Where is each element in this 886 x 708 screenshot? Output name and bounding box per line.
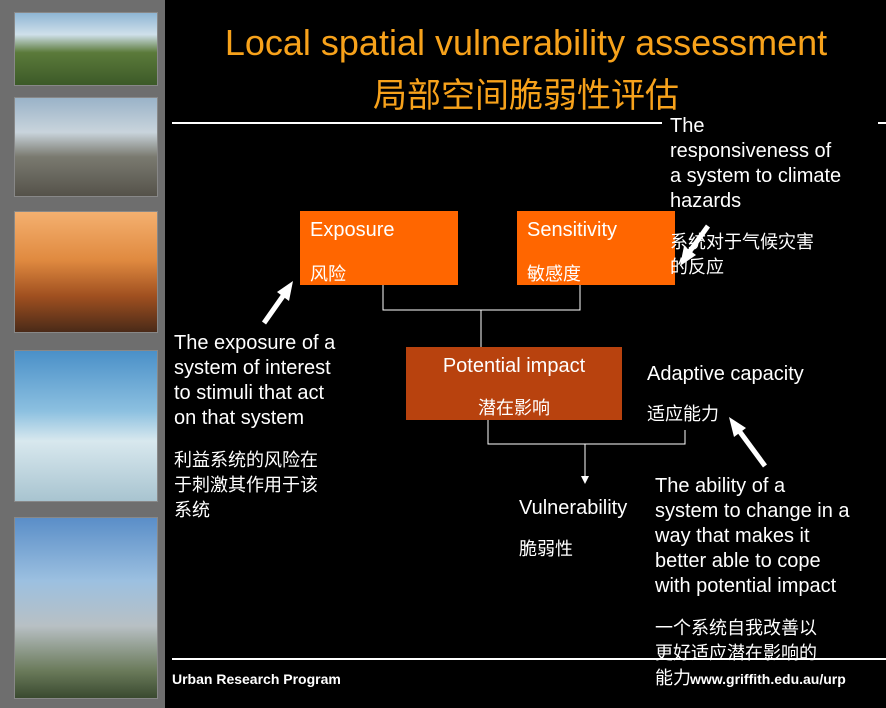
exposure-box: Exposure 风险 bbox=[300, 211, 458, 285]
slide-title-zh: 局部空间脆弱性评估 bbox=[373, 76, 679, 116]
definition-line: The bbox=[670, 115, 705, 137]
definition-line: system of interest bbox=[174, 357, 331, 379]
photo-sidebar bbox=[0, 0, 165, 708]
sensitivity-label-zh: 敏感度 bbox=[527, 264, 581, 285]
definition-line-zh: 的反应 bbox=[670, 257, 724, 278]
vulnerability-label: Vulnerability bbox=[519, 497, 628, 519]
exposure-label-zh: 风险 bbox=[310, 264, 346, 285]
definition-line: a system to climate bbox=[670, 165, 842, 187]
top-divider-right bbox=[878, 122, 886, 124]
definition-line: hazards bbox=[670, 190, 742, 212]
definition-line: to stimuli that act bbox=[174, 382, 325, 404]
exposure-pointer-arrow bbox=[261, 294, 286, 325]
potential-impact-box: Potential impact 潜在影响 bbox=[406, 347, 622, 420]
sensitivity-definition: The responsiveness of a system to climat… bbox=[670, 114, 841, 214]
sensitivity-definition-zh: 系统对于气候灾害 的反应 bbox=[670, 230, 814, 280]
adaptive-definition-zh: 一个系统自我改善以 更好适应潜在影响的 能力 bbox=[655, 616, 817, 691]
sensitivity-box: Sensitivity 敏感度 bbox=[517, 211, 675, 285]
definition-line-zh: 利益系统的风险在 bbox=[174, 450, 318, 471]
definition-line: way that makes it bbox=[655, 525, 810, 547]
definition-line-zh: 系统 bbox=[174, 500, 210, 521]
beach-surfer-photo bbox=[14, 350, 158, 502]
definition-line: responsiveness of bbox=[670, 140, 832, 162]
sensitivity-pointer-arrow bbox=[687, 224, 711, 253]
city-skyline-photo bbox=[14, 517, 158, 699]
vulnerability-label-zh: 脆弱性 bbox=[519, 539, 573, 560]
footer-program-name: Urban Research Program bbox=[172, 671, 341, 687]
exposure-label: Exposure bbox=[310, 219, 395, 241]
houses-photo bbox=[14, 12, 158, 86]
adaptive-pointer-arrow bbox=[737, 430, 768, 468]
definition-line: with potential impact bbox=[655, 575, 837, 597]
definition-line-zh: 一个系统自我改善以 bbox=[655, 618, 817, 639]
definition-line-zh: 系统对于气候灾害 bbox=[670, 232, 814, 253]
definition-line-zh: 更好适应潜在影响的 bbox=[655, 643, 817, 664]
definition-line: The ability of a bbox=[655, 475, 786, 497]
bus-photo bbox=[14, 97, 158, 197]
exposure-definition: The exposure of a system of interest to … bbox=[174, 331, 335, 431]
exposure-definition-zh: 利益系统的风险在 于刺激其作用于该 系统 bbox=[174, 448, 318, 523]
sensitivity-label: Sensitivity bbox=[527, 219, 618, 241]
definition-line-zh: 于刺激其作用于该 bbox=[174, 475, 318, 496]
definition-line-zh: 能力 bbox=[655, 668, 691, 689]
impact-adaptive-connector bbox=[487, 420, 686, 445]
definition-line: on that system bbox=[174, 407, 305, 429]
vulnerability-arrowhead bbox=[581, 476, 589, 484]
exposure-sensitivity-connector bbox=[382, 285, 581, 311]
potential-impact-label: Potential impact bbox=[442, 355, 586, 377]
adaptive-capacity-label: Adaptive capacity bbox=[647, 363, 804, 385]
potential-impact-label-zh: 潜在影响 bbox=[478, 398, 550, 419]
slide-title-en: Local spatial vulnerability assessment bbox=[224, 22, 828, 63]
adaptive-capacity-label-zh: 适应能力 bbox=[647, 404, 719, 425]
top-divider bbox=[172, 122, 662, 124]
definition-line: system to change in a bbox=[655, 500, 850, 522]
definition-line: The exposure of a bbox=[174, 332, 336, 354]
footer-url[interactable]: www.griffith.edu.au/urp bbox=[690, 671, 846, 687]
bottom-divider bbox=[172, 658, 886, 660]
adaptive-definition: The ability of a system to change in a w… bbox=[655, 474, 850, 599]
sunset-structure-photo bbox=[14, 211, 158, 333]
definition-line: better able to cope bbox=[655, 550, 821, 572]
